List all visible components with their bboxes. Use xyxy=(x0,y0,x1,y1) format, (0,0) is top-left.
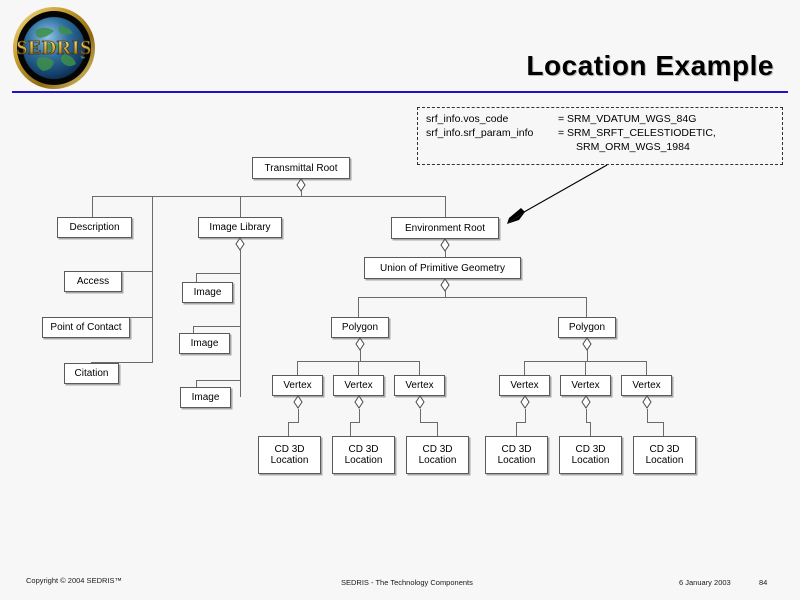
connector-drop-polygon-left xyxy=(358,297,359,317)
connector-polygon-right-drop xyxy=(587,350,588,361)
connector-v-l2-a xyxy=(359,409,360,422)
connector-v-r1-c xyxy=(516,422,517,436)
connector-union-drop xyxy=(445,291,446,297)
connector-drop-vertex-l3 xyxy=(419,361,420,375)
footer-subtitle: SEDRIS - The Technology Components xyxy=(341,578,473,587)
aggregation-diamond-vertex-l3 xyxy=(415,396,425,409)
node-description[interactable]: Description xyxy=(57,217,132,238)
aggregation-diamond-vertex-r3 xyxy=(642,396,652,409)
connector-v-l1-b xyxy=(288,422,299,423)
connector-drop-vertex-r3 xyxy=(646,361,647,375)
node-vertex-r2[interactable]: Vertex xyxy=(560,375,611,396)
node-polygon-right[interactable]: Polygon xyxy=(558,317,616,338)
footer-copyright: Copyright © 2004 SEDRIS™ xyxy=(26,576,122,585)
connector-polygon-bar xyxy=(358,297,587,298)
page-title: Location Example xyxy=(526,50,774,81)
connector-v-r2-c xyxy=(590,422,591,436)
node-cd3d-location-r3[interactable]: CD 3D Location xyxy=(633,436,696,474)
connector-drop-description xyxy=(92,196,93,218)
node-cd3d-location-r2[interactable]: CD 3D Location xyxy=(559,436,622,474)
srf-info-callout: srf_info.vos_code = SRM_VDATUM_WGS_84G s… xyxy=(417,107,783,165)
aggregation-diamond-vertex-l2 xyxy=(354,396,364,409)
node-access[interactable]: Access xyxy=(64,271,122,292)
connector-drop-environment-root xyxy=(445,196,446,218)
connector-v-r1-b xyxy=(516,422,526,423)
connector-v-l3-c xyxy=(437,422,438,436)
callout-line2-value: = SRM_SRFT_CELESTIODETIC, xyxy=(558,127,716,139)
connector-image-library-spine xyxy=(240,250,241,397)
svg-text:SEDRIS: SEDRIS xyxy=(16,37,91,59)
connector-v-l3-a xyxy=(420,409,421,422)
connector-drop-vertex-r2 xyxy=(585,361,586,375)
connector-drop-image2 xyxy=(193,326,194,336)
title-divider xyxy=(12,91,788,93)
node-image-library[interactable]: Image Library xyxy=(198,217,282,238)
connector-stub-image1 xyxy=(196,273,241,274)
sedris-logo-icon: SEDRIS ™ xyxy=(10,6,98,90)
connector-level1-bar xyxy=(92,196,446,197)
node-cd3d-location-l2[interactable]: CD 3D Location xyxy=(332,436,395,474)
connector-left-spine xyxy=(152,196,153,362)
node-vertex-r1[interactable]: Vertex xyxy=(499,375,550,396)
callout-pointer-arrow xyxy=(507,164,608,224)
connector-drop-polygon-right xyxy=(586,297,587,317)
footer-date: 6 January 2003 xyxy=(679,578,731,587)
node-vertex-l3[interactable]: Vertex xyxy=(394,375,445,396)
connector-v-l2-c xyxy=(350,422,351,436)
connector-polygon-left-drop xyxy=(360,350,361,361)
callout-line3-value: SRM_ORM_WGS_1984 xyxy=(576,141,690,153)
connector-drop-image-library xyxy=(240,196,241,218)
node-polygon-left[interactable]: Polygon xyxy=(331,317,389,338)
connector-v-l2-b xyxy=(350,422,360,423)
connector-v-r1-a xyxy=(525,409,526,422)
node-point-of-contact[interactable]: Point of Contact xyxy=(42,317,130,338)
connector-v-r2-b xyxy=(586,422,590,423)
connector-v-r3-c xyxy=(663,422,664,436)
callout-line1-label: srf_info.vos_code xyxy=(426,113,509,125)
connector-drop-image3 xyxy=(196,380,197,389)
node-transmittal-root[interactable]: Transmittal Root xyxy=(252,157,350,179)
connector-v-l1-a xyxy=(298,409,299,422)
aggregation-diamond-vertex-r1 xyxy=(520,396,530,409)
node-vertex-r3[interactable]: Vertex xyxy=(621,375,672,396)
node-cd3d-location-l1[interactable]: CD 3D Location xyxy=(258,436,321,474)
connector-drop-vertex-l1 xyxy=(297,361,298,375)
node-vertex-l1[interactable]: Vertex xyxy=(272,375,323,396)
connector-drop-union xyxy=(445,251,446,257)
connector-stub-image2 xyxy=(193,326,241,327)
connector-stub-citation xyxy=(91,362,153,363)
node-union-of-primitive-geometry[interactable]: Union of Primitive Geometry xyxy=(364,257,521,279)
node-cd3d-location-l3[interactable]: CD 3D Location xyxy=(406,436,469,474)
connector-drop-vertex-r1 xyxy=(524,361,525,375)
node-cd3d-location-r1[interactable]: CD 3D Location xyxy=(485,436,548,474)
callout-line1-value: = SRM_VDATUM_WGS_84G xyxy=(558,113,697,125)
node-image-2[interactable]: Image xyxy=(179,333,230,354)
node-image-1[interactable]: Image xyxy=(182,282,233,303)
connector-v-r3-b xyxy=(647,422,663,423)
connector-stub-access xyxy=(92,271,153,272)
connector-stub-image3 xyxy=(196,380,241,381)
callout-line2-label: srf_info.srf_param_info xyxy=(426,127,534,139)
connector-transmittal-drop xyxy=(301,191,302,197)
footer-page-number: 84 xyxy=(759,578,768,587)
node-vertex-l2[interactable]: Vertex xyxy=(333,375,384,396)
node-environment-root[interactable]: Environment Root xyxy=(391,217,499,239)
connector-v-r2-a xyxy=(586,409,587,422)
aggregation-diamond-vertex-r2 xyxy=(581,396,591,409)
node-image-3[interactable]: Image xyxy=(180,387,231,408)
node-citation[interactable]: Citation xyxy=(64,363,119,384)
connector-v-r3-a xyxy=(647,409,648,422)
connector-drop-image1 xyxy=(196,273,197,283)
svg-text:™: ™ xyxy=(80,56,85,62)
connector-v-l3-b xyxy=(420,422,437,423)
connector-v-l1-c xyxy=(288,422,289,436)
aggregation-diamond-vertex-l1 xyxy=(293,396,303,409)
connector-drop-vertex-l2 xyxy=(358,361,359,375)
